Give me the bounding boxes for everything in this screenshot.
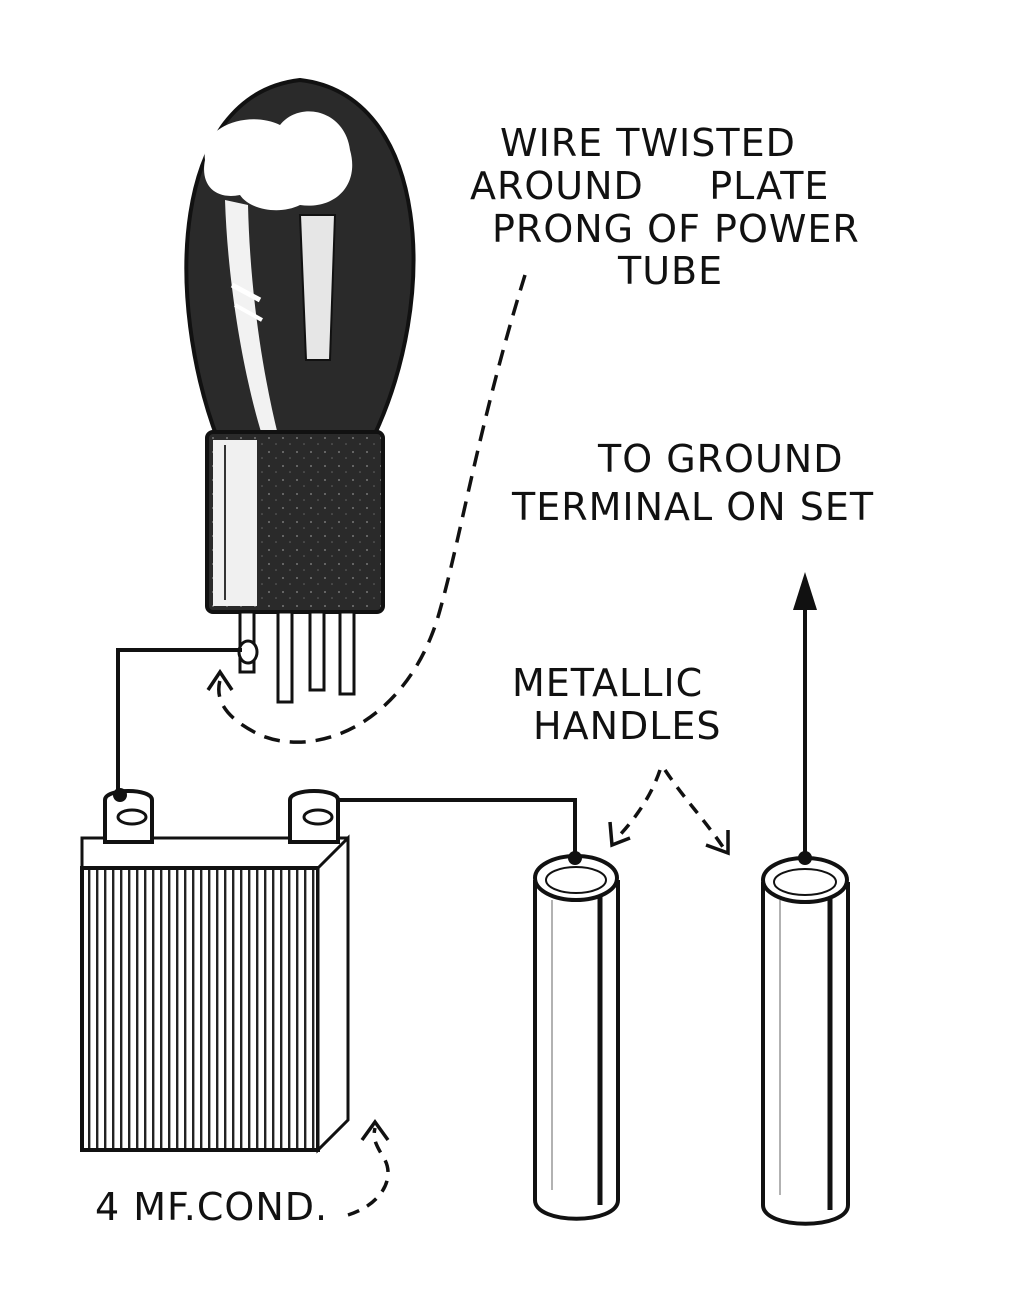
- condenser-front: [80, 866, 320, 1152]
- label-to-ground-line1: TO GROUND: [598, 437, 844, 481]
- label-wire-twisted-line4: TUBE: [618, 249, 724, 293]
- condenser-lug-left: [103, 788, 154, 844]
- label-condenser: 4 MF.COND.: [95, 1185, 329, 1229]
- condenser-lug-right: [288, 789, 340, 844]
- tube-glass-highlight: [204, 111, 353, 211]
- wire-condenser-to-handle: [330, 798, 577, 855]
- lug-terminal-dot: [113, 788, 127, 802]
- label-wire-twisted-line2: AROUND PLATE: [470, 164, 830, 208]
- leader-plate-prong: [206, 274, 527, 744]
- metallic-handle-right: [761, 851, 850, 1226]
- tube-element-plate: [298, 214, 337, 361]
- condenser-side: [316, 834, 350, 1154]
- label-metallic-handles-line1: METALLIC: [512, 661, 704, 705]
- wire-prong-to-condenser: [116, 648, 242, 795]
- leader-condenser: [347, 1119, 390, 1217]
- label-metallic-handles-line2: HANDLES: [533, 704, 722, 748]
- label-to-ground-line2: TERMINAL ON SET: [512, 485, 875, 529]
- tube-glass-reflection: [225, 200, 278, 435]
- metallic-handle-left: [533, 851, 620, 1221]
- ground-arrow-head: [793, 572, 817, 610]
- label-wire-twisted-line1: WIRE TWISTED: [500, 121, 796, 165]
- power-tube: [184, 77, 416, 704]
- condenser: [80, 788, 350, 1154]
- leader-handles: [608, 769, 730, 856]
- label-wire-twisted-line3: PRONG OF POWER: [492, 207, 860, 251]
